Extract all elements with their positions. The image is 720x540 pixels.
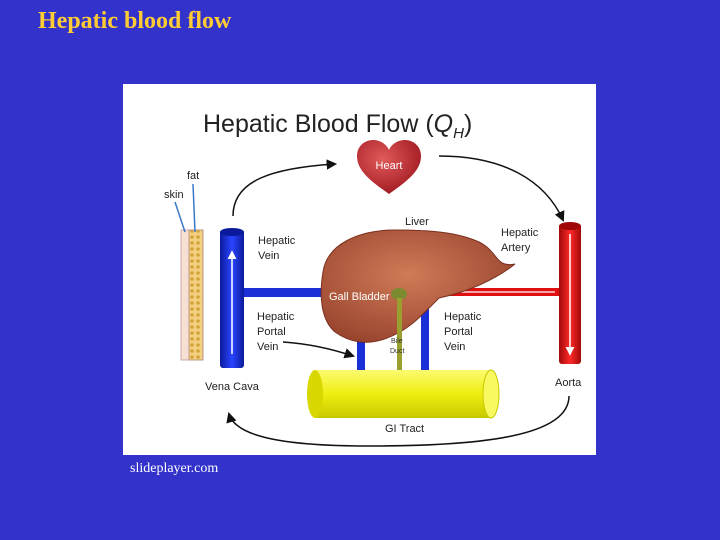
heart-label: Heart [376,160,403,172]
gi-tract-right-end [482,369,500,419]
gi-tract-left-end [307,370,323,418]
hepatic-artery-label-2: Artery [501,242,531,254]
skin-pointer [174,201,186,233]
hepatic-vein-label-2: Vein [258,250,279,262]
portal-vein-left [357,326,365,372]
hepatic-vein-label-1: Hepatic [258,235,296,247]
aorta-label: Aorta [555,377,582,389]
arrow-vena-cava-to-heart [232,159,338,217]
bile-duct [397,298,402,372]
hepatic-artery-label-1: Hepatic [501,227,539,239]
portal-vein-right [421,296,429,372]
aorta-top [559,222,581,230]
skin-layer [180,229,190,361]
source-caption: slideplayer.com [130,461,219,476]
bile-duct-label-1: Bile [391,338,403,345]
hepatic-vein [244,288,324,297]
slide-title: Hepatic blood flow [38,8,232,34]
vena-cava-top [220,228,244,236]
bile-duct-label-2: Duct [390,348,404,355]
portal-vein-left-label-1: Hepatic [257,311,295,323]
portal-vein-left-label-2: Portal [257,326,286,338]
fat-layer [188,229,204,361]
arrow-portal-vein [282,341,355,359]
liver-label: Liver [405,216,429,228]
hepatic-flow-diagram: Hepatic Blood Flow (QH) fat skin Heart L… [123,84,596,455]
fat-label: fat [187,170,199,182]
vena-cava-label: Vena Cava [205,381,260,393]
gall-bladder-label: Gall Bladder [329,291,390,303]
heart [357,140,421,194]
arrow-heart-to-aorta [438,155,565,222]
fat-pointer [192,183,196,233]
skin-label: skin [164,189,184,201]
portal-vein-right-label-2: Portal [444,326,473,338]
diagram-title: Hepatic Blood Flow (QH) [203,110,472,142]
portal-vein-right-label-1: Hepatic [444,311,482,323]
portal-vein-left-label-3: Vein [257,341,278,353]
arrow-aorta-to-vena-cava [226,395,570,447]
gall-bladder [391,288,407,300]
liver [320,229,516,343]
gi-tract [315,370,491,418]
portal-vein-right-label-3: Vein [444,341,465,353]
gi-tract-label: GI Tract [385,423,424,435]
